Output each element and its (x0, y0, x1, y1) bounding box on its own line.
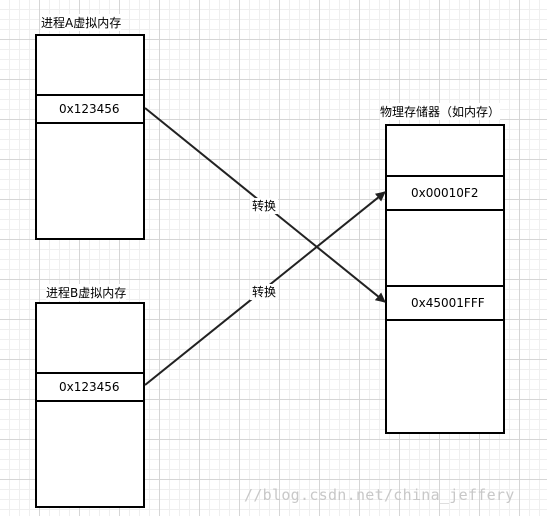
process-b-memory-block: 0x123456 (35, 302, 145, 508)
physical-address-cell-1: 0x00010F2 (387, 175, 503, 211)
process-b-title: 进程B虚拟内存 (46, 284, 127, 301)
physical-address-cell-2: 0x45001FFF (387, 285, 503, 321)
physical-memory-title: 物理存储器（如内存） (380, 103, 501, 120)
process-a-memory-block: 0x123456 (35, 34, 145, 240)
conversion-label-a: 转换 (250, 198, 279, 214)
process-a-address-cell: 0x123456 (37, 94, 143, 124)
process-a-title: 进程A虚拟内存 (41, 14, 122, 31)
physical-memory-block: 0x00010F2 0x45001FFF (385, 124, 505, 434)
watermark-text: //blog.csdn.net/china_jeffery (244, 486, 515, 504)
conversion-label-b: 转换 (250, 284, 279, 300)
process-b-address-cell: 0x123456 (37, 372, 143, 402)
